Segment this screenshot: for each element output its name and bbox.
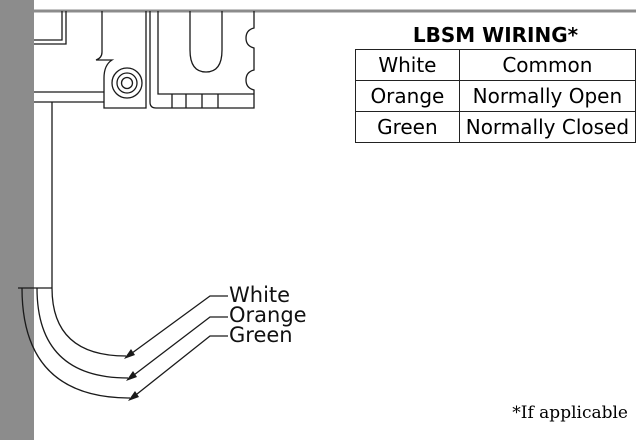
white-wire-label: White: [229, 283, 291, 307]
mounting-wall: [0, 0, 34, 440]
cable-trunk: [34, 91, 104, 288]
wire-color-cell: Orange: [355, 80, 460, 112]
green-wire-label: Green: [229, 323, 293, 347]
table-header-row: LBSM WIRING*: [355, 21, 636, 50]
wire-function-cell: Common: [459, 49, 636, 81]
table-row: White Common: [355, 49, 636, 81]
white-arrow-icon: [124, 349, 135, 359]
table-row: Green Normally Closed: [355, 111, 636, 143]
wire-function-cell: Normally Closed: [459, 111, 636, 143]
green-wire-leader: [131, 335, 228, 399]
wire-function-cell: Normally Open: [459, 80, 636, 112]
footnote: *If applicable: [512, 403, 628, 423]
cable-bend: [18, 287, 131, 399]
table-row: Orange Normally Open: [355, 80, 636, 112]
arrowheads: [124, 349, 139, 401]
orange-wire-leader: [129, 316, 228, 379]
wire-leaders: [127, 295, 228, 399]
wire-color-cell: White: [355, 49, 460, 81]
orange-arrow-icon: [126, 371, 137, 381]
lbsm-wiring-table: LBSM WIRING* White Common Orange Normall…: [355, 21, 636, 143]
cable-gland-icon: [111, 67, 143, 99]
table-title: LBSM WIRING*: [355, 21, 636, 50]
switch-housing: [34, 11, 255, 109]
orange-wire-label: Orange: [229, 303, 307, 327]
wire-color-cell: Green: [355, 111, 460, 143]
white-wire-leader: [127, 295, 228, 357]
green-arrow-icon: [128, 391, 139, 401]
